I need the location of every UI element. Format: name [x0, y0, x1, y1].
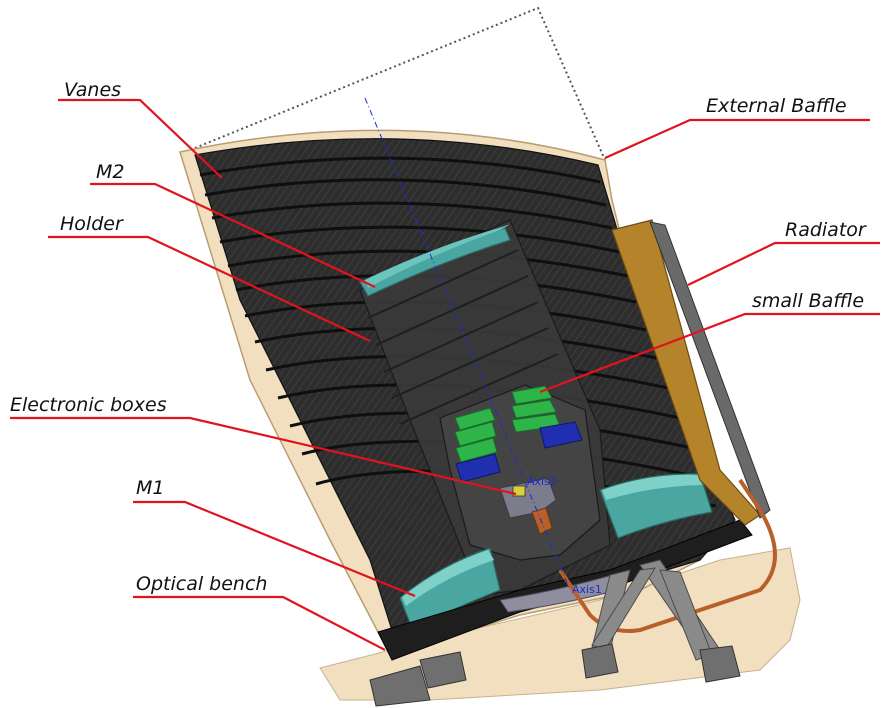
axis2-label: Axis2	[527, 475, 557, 488]
holder-ridges	[367, 249, 559, 425]
electronic-stem	[531, 507, 553, 535]
m1-mirror-right-face	[602, 474, 702, 500]
leader-electronic-boxes	[10, 416, 517, 496]
radiator-panel	[649, 221, 771, 519]
label-external-baffle: External Baffle	[706, 95, 847, 117]
label-m1: M1	[136, 477, 164, 499]
axis1-label: Axis1	[572, 583, 602, 596]
electronic-box-small	[512, 485, 526, 497]
optical-axis-line	[364, 97, 571, 591]
leader-radiator	[687, 241, 880, 286]
leader-small-baffle	[539, 312, 880, 394]
m1-mirror-left-face	[402, 550, 494, 606]
label-electronic-boxes: Electronic boxes	[10, 394, 167, 416]
bipod-feet	[369, 643, 741, 707]
leader-m1	[133, 500, 416, 598]
label-small-baffle: small Baffle	[752, 290, 864, 312]
label-radiator: Radiator	[785, 219, 867, 241]
leader-optical-bench	[133, 595, 386, 651]
label-holder: Holder	[60, 213, 124, 235]
leader-holder	[48, 235, 371, 342]
m2-mirror-face	[365, 224, 509, 288]
leader-m2	[90, 182, 376, 288]
label-vanes: Vanes	[64, 79, 121, 101]
label-optical-bench: Optical bench	[136, 573, 267, 595]
dotted-envelope	[194, 6, 606, 161]
leader-external-baffle	[604, 118, 870, 160]
support-struts	[591, 559, 721, 661]
leader-vanes	[58, 98, 223, 179]
label-m2: M2	[96, 161, 124, 183]
small-baffle-blue	[455, 421, 583, 483]
